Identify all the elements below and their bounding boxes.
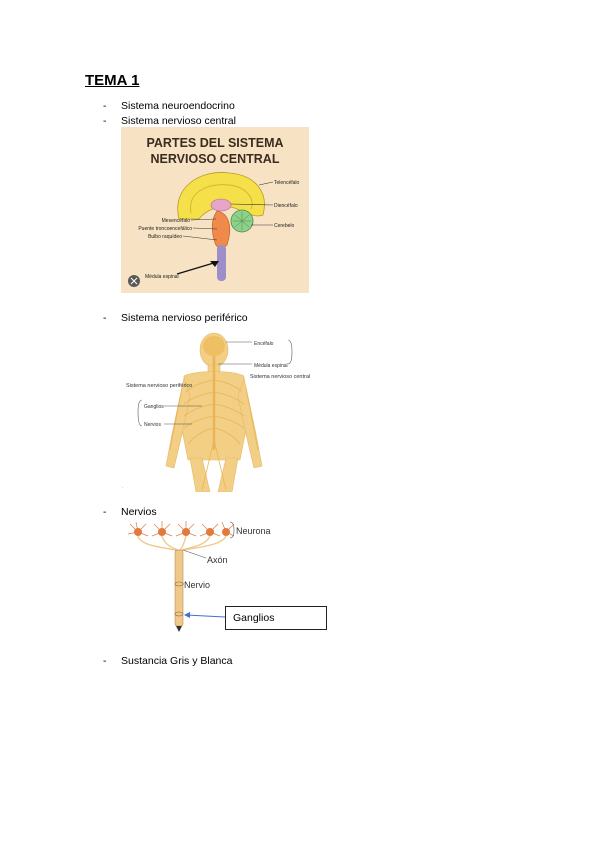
label-puente: Puente troncoencefálico bbox=[138, 226, 192, 232]
label-cerebelo: Cerebelo bbox=[274, 223, 295, 229]
label-nervio: Nervio bbox=[184, 580, 210, 590]
label-ganglios-snp: Ganglios bbox=[144, 404, 164, 410]
cns-heading-line2: NERVIOSO CENTRAL bbox=[151, 152, 280, 166]
ganglion-lower bbox=[174, 611, 184, 617]
bullet-dash: - bbox=[103, 506, 107, 518]
page-title: TEMA 1 bbox=[85, 72, 140, 89]
telencefalo-inner bbox=[190, 184, 253, 214]
callout-arrow bbox=[185, 614, 226, 618]
label-snp-text: Sistema nervioso periférico bbox=[126, 383, 192, 389]
label-axon: Axón bbox=[207, 555, 228, 565]
bullet-text: Sistema nervioso central bbox=[121, 115, 236, 127]
label-mesencefalo: Mesencéfalo bbox=[162, 218, 191, 224]
snp-figure: Encéfalo Médula espinal Sistema nervioso… bbox=[122, 332, 310, 492]
label-encefalo: Encéfalo bbox=[254, 341, 274, 347]
medula-shape bbox=[217, 245, 226, 281]
brain-shape bbox=[203, 336, 225, 356]
bullet-text: Sistema neuroendocrino bbox=[121, 100, 235, 112]
label-nervios-snp: Nervios bbox=[144, 422, 161, 428]
cns-heading-line1: PARTES DEL SISTEMA bbox=[146, 136, 283, 150]
bullet-text: Nervios bbox=[121, 506, 157, 518]
label-diencefalo: Diencéfalo bbox=[274, 203, 298, 209]
label-snp: Sistema nervioso periférico bbox=[126, 383, 192, 389]
neurons-row bbox=[134, 528, 230, 536]
label-bulbo: Bulbo raquídeo bbox=[148, 234, 182, 240]
small-mark: - bbox=[122, 483, 123, 492]
bullet-text: Sustancia Gris y Blanca bbox=[121, 655, 233, 667]
bullet-dash: - bbox=[103, 115, 107, 127]
label-neurona: Neurona bbox=[236, 526, 271, 536]
bullet-text: Sistema nervioso periférico bbox=[121, 312, 248, 324]
label-snc-text: Sistema nervioso central bbox=[250, 374, 310, 380]
bullet-dash: - bbox=[103, 655, 107, 667]
label-snc: Sistema nervioso central bbox=[250, 374, 310, 380]
diencefalo-shape bbox=[210, 198, 232, 212]
nervios-figure: Neurona Axón Nervio bbox=[127, 521, 271, 632]
label-medula-espinal: Médula espinal bbox=[254, 363, 288, 369]
cns-figure: PARTES DEL SISTEMA NERVIOSO CENTRAL Tele… bbox=[121, 127, 309, 293]
nerve-shape bbox=[174, 549, 184, 627]
label-telencefalo: Telencéfalo bbox=[274, 180, 300, 186]
bullet-dash: - bbox=[103, 312, 107, 324]
bullet-dash: - bbox=[103, 100, 107, 112]
label-medula: Médula espinal bbox=[145, 274, 179, 280]
callout-ganglios: Ganglios bbox=[225, 606, 327, 630]
